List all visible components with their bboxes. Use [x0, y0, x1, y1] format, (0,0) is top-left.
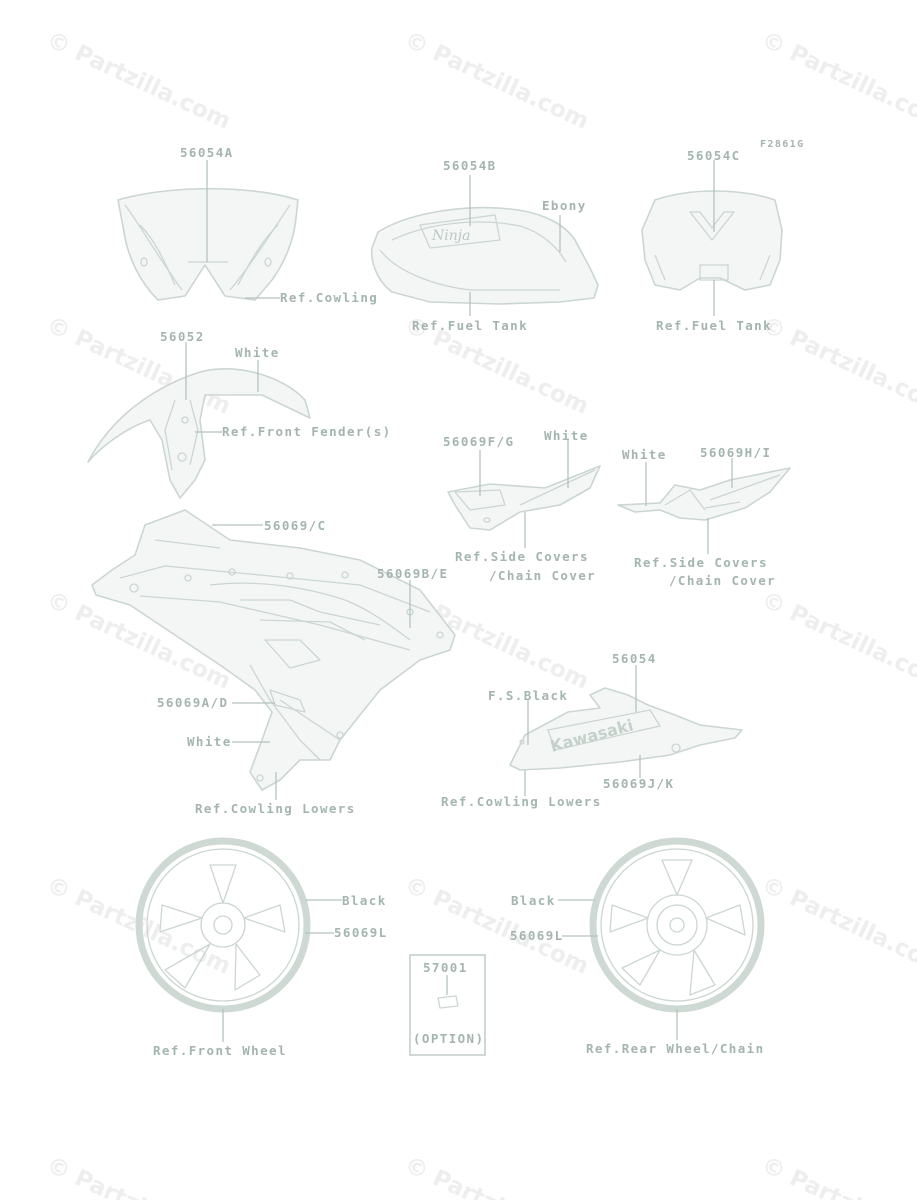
watermark: © Partzilla.com [757, 1152, 917, 1200]
fairing-decal-part [91, 509, 456, 791]
chain-cover-label: /Chain Cover [669, 573, 776, 588]
part-number-57001: 57001 [423, 960, 468, 975]
ref-rear-wheel-label: Ref.Rear Wheel/Chain [586, 1041, 765, 1056]
figure-code: F2861G [760, 139, 805, 150]
tank-top-decal-part [641, 190, 783, 291]
part-number-56069be: 56069B/E [377, 566, 448, 581]
ref-side-covers-label: Ref.Side Covers [634, 555, 768, 570]
color-ebony-label: Ebony [542, 198, 587, 213]
ref-side-covers-label: Ref.Side Covers [455, 549, 589, 564]
color-black-label: Black [342, 893, 387, 908]
part-number-56069fg: 56069F/G [443, 434, 514, 449]
watermark: © Partzilla.com [757, 587, 917, 695]
watermark: © Partzilla.com [42, 27, 234, 135]
option-part-box: 57001 (OPTION) [409, 954, 486, 1056]
part-number-56054a: 56054A [180, 145, 234, 160]
part-number-56054b: 56054B [443, 158, 497, 173]
rear-wheel-part [589, 837, 765, 1013]
side-cover-decal-part-fg [447, 465, 601, 531]
color-white-label: White [187, 734, 232, 749]
ref-front-wheel-label: Ref.Front Wheel [153, 1043, 287, 1058]
ref-cowling-label: Ref.Cowling [280, 290, 378, 305]
windscreen-decal-part [117, 187, 299, 301]
ref-fuel-tank-label: Ref.Fuel Tank [412, 318, 528, 333]
part-number-56069l: 56069L [510, 928, 564, 943]
color-white-label: White [544, 428, 589, 443]
watermark: © Partzilla.com [757, 312, 917, 420]
part-number-56054c: 56054C [687, 148, 741, 163]
color-white-label: White [235, 345, 280, 360]
chain-cover-label: /Chain Cover [489, 568, 596, 583]
watermark: © Partzilla.com [42, 1152, 234, 1200]
watermark: © Partzilla.com [757, 872, 917, 980]
front-fender-decal-part [87, 368, 311, 499]
part-number-56069c: 56069/C [264, 518, 326, 533]
option-label: (OPTION) [413, 1031, 484, 1046]
ref-cowling-lowers-label: Ref.Cowling Lowers [195, 801, 356, 816]
watermark: © Partzilla.com [400, 1152, 592, 1200]
lower-cowl-decal-part: Kawasaki [509, 687, 743, 771]
ref-front-fender-label: Ref.Front Fender(s) [222, 424, 392, 439]
color-black-label: Black [511, 893, 556, 908]
side-cover-decal-part-hi [617, 467, 791, 521]
ref-fuel-tank-label: Ref.Fuel Tank [656, 318, 772, 333]
ref-cowling-lowers-label: Ref.Cowling Lowers [441, 794, 602, 809]
part-number-56069ad: 56069A/D [157, 695, 228, 710]
color-fs-black-label: F.S.Black [488, 688, 568, 703]
watermark: © Partzilla.com [400, 27, 592, 135]
ninja-logo-decal: Ninja [431, 228, 470, 244]
part-number-56069jk: 56069J/K [603, 776, 674, 791]
part-number-56069hi: 56069H/I [700, 445, 771, 460]
color-white-label: White [622, 447, 667, 462]
fuel-tank-decal-part: Ninja [370, 206, 599, 305]
part-number-56052: 56052 [160, 329, 205, 344]
watermark: © Partzilla.com [757, 27, 917, 135]
part-number-56069l: 56069L [334, 925, 388, 940]
part-number-56054: 56054 [612, 651, 657, 666]
